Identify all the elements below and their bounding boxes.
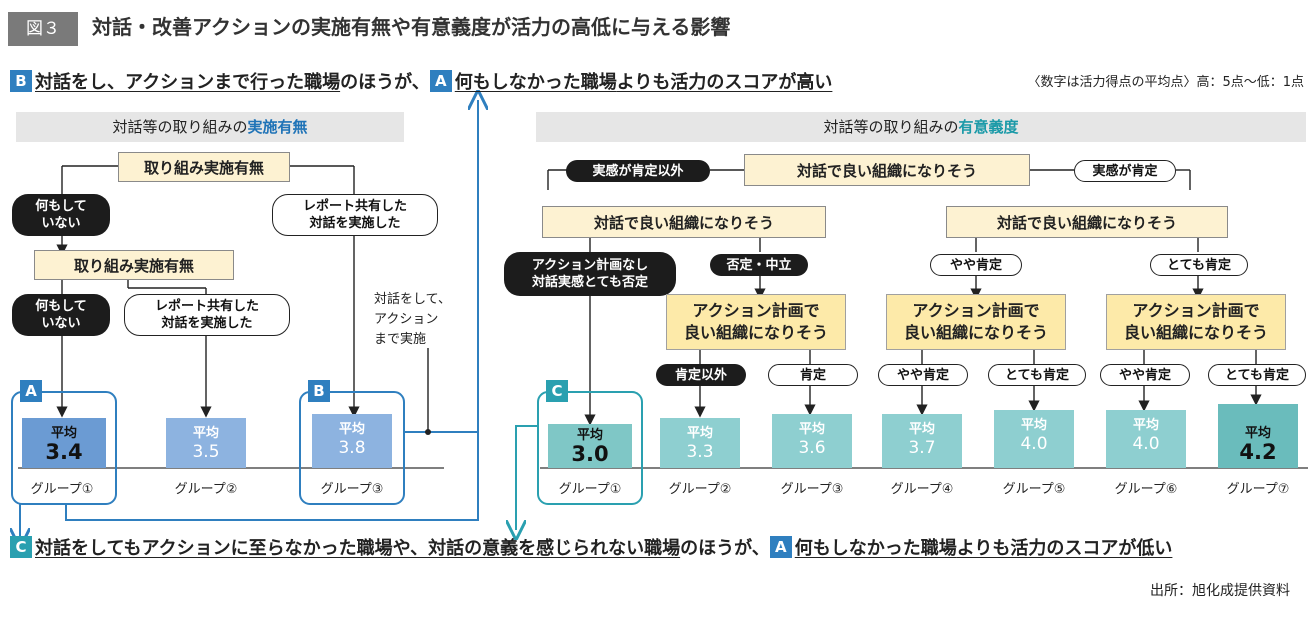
bar-right-group5: 平均 4.0 (994, 410, 1074, 468)
left-badge-a: A (20, 380, 42, 402)
pill-report-mid: レポート共有した 対話を実施した (124, 294, 290, 336)
right-header-prefix: 対話等の取り組みの (823, 118, 959, 136)
pill-notpos-small: 肯定以外 (656, 364, 746, 386)
pill-neg-neutral: 否定・中立 (710, 254, 808, 276)
pill-somewhat-small: やや肯定 (878, 364, 968, 386)
finding-bottom-conclusion: よりも活力のスコアが低い (956, 538, 1173, 559)
avg-label: 平均 (1132, 418, 1159, 433)
bar-left-group2: 平均 3.5 (166, 418, 246, 468)
left-section-header: 対話等の取り組みの実施有無 (16, 112, 404, 142)
pill-pos-small: 肯定 (768, 364, 858, 386)
action-box-2: アクション計画で 良い組織になりそう (886, 294, 1066, 350)
group-label: グループ① (558, 482, 622, 497)
finding-bottom-subject: 対話をしてもアクションに至らなかった職場や、対話の意義を感じられない職場 (35, 538, 681, 559)
group-label: グループ⑤ (1002, 482, 1066, 497)
group-label: グループ② (668, 482, 732, 497)
left-box-mid: 取り組み実施有無 (34, 250, 234, 280)
avg-label: 平均 (1244, 426, 1271, 441)
right-box-right: 対話で良い組織になりそう (946, 206, 1228, 238)
badge-a: A (429, 70, 452, 92)
avg-label: 平均 (798, 422, 825, 437)
bar-value: 3.5 (192, 442, 220, 462)
bar-right-group7: 平均 4.2 (1218, 404, 1298, 468)
pill-nothing-mid: 何もして いない (12, 294, 110, 336)
scale-note: 〈数字は活力得点の平均点〉高：5点〜低：1点 (1027, 75, 1304, 90)
avg-label: 平均 (908, 422, 935, 437)
left-box-top: 取り組み実施有無 (118, 152, 290, 182)
group-label: グループ③ (320, 482, 384, 497)
pill-very-small: とても肯定 (1208, 364, 1306, 386)
bar-value: 4.2 (1239, 440, 1277, 464)
group-label: グループ⑥ (1114, 482, 1178, 497)
pill-no-action: アクション計画なし 対話実感とても否定 (504, 252, 676, 296)
pill-positive: 実感が肯定 (1074, 160, 1176, 182)
pill-nothing-top: 何もして いない (12, 194, 110, 236)
pill-somewhat-positive: やや肯定 (930, 254, 1022, 276)
bar-value: 3.4 (45, 440, 83, 464)
badge-a: A (769, 536, 792, 558)
left-header-prefix: 対話等の取り組みの (112, 118, 248, 136)
bar-value: 3.7 (908, 438, 936, 458)
pill-very-small: とても肯定 (988, 364, 1086, 386)
bar-value: 3.6 (798, 438, 826, 458)
figure-title: 対話・改善アクションの実施有無や有意義度が活力の高低に与える影響 (92, 15, 731, 39)
bar-right-group4: 平均 3.7 (882, 414, 962, 468)
side-note-action: 対話をして、 アクション まで実施 (374, 292, 451, 347)
avg-label: 平均 (338, 422, 365, 437)
group-label: グループ① (30, 482, 94, 497)
bar-right-group2: 平均 3.3 (660, 418, 740, 468)
bar-right-group1: 平均 3.0 (548, 424, 632, 468)
finding-top-conclusion: よりも活力のスコアが高い (616, 72, 833, 93)
group-label: グループ③ (780, 482, 844, 497)
finding-bottom-object: 何もしなかった職場 (794, 538, 957, 559)
bar-value: 3.8 (338, 438, 366, 458)
group-label: グループ② (174, 482, 238, 497)
finding-top-connector: のほうが、 (340, 72, 430, 93)
action-box-3: アクション計画で 良い組織になりそう (1106, 294, 1286, 350)
figure-number: 図３ (8, 12, 78, 46)
right-box-top: 対話で良い組織になりそう (744, 154, 1030, 186)
badge-b: B (10, 70, 32, 92)
left-header-highlight: 実施有無 (247, 118, 308, 136)
badge-c: C (10, 536, 32, 558)
avg-label: 平均 (576, 428, 603, 443)
finding-bottom-connector: のほうが、 (680, 538, 770, 559)
bar-value: 4.0 (1132, 434, 1160, 454)
bar-left-group3: 平均 3.8 (312, 414, 392, 468)
right-header-highlight: 有意義度 (958, 118, 1019, 136)
pill-somewhat-small: やや肯定 (1100, 364, 1190, 386)
bar-right-group6: 平均 4.0 (1106, 410, 1186, 468)
bar-value: 4.0 (1020, 434, 1048, 454)
right-badge-c: C (546, 380, 568, 402)
avg-label: 平均 (192, 426, 219, 441)
avg-label: 平均 (686, 426, 713, 441)
bar-value: 3.3 (686, 442, 714, 462)
avg-label: 平均 (1020, 418, 1047, 433)
action-box-1: アクション計画で 良い組織になりそう (666, 294, 846, 350)
avg-label: 平均 (50, 426, 77, 441)
pill-report-top: レポート共有した 対話を実施した (272, 194, 438, 236)
group-label: グループ④ (890, 482, 954, 497)
group-label: グループ⑦ (1226, 482, 1290, 497)
finding-top-object: 何もしなかった職場 (454, 72, 617, 93)
left-badge-b: B (308, 380, 330, 402)
bar-left-group1: 平均 3.4 (22, 418, 106, 468)
right-box-left: 対話で良い組織になりそう (542, 206, 826, 238)
bar-right-group3: 平均 3.6 (772, 414, 852, 468)
finding-top-subject: 対話をし、アクションまで行った職場 (35, 72, 341, 93)
right-section-header: 対話等の取り組みの有意義度 (536, 112, 1306, 142)
bar-value: 3.0 (571, 442, 609, 466)
source-credit: 出所：旭化成提供資料 (1150, 583, 1290, 599)
pill-very-positive: とても肯定 (1150, 254, 1248, 276)
pill-not-positive: 実感が肯定以外 (566, 160, 710, 182)
